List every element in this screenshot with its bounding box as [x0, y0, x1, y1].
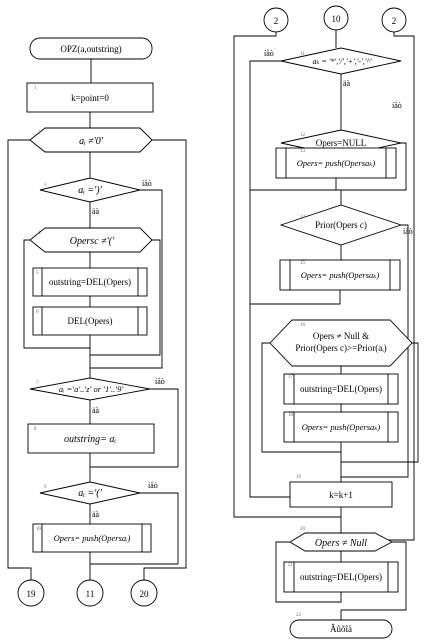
svg-text:4: 4: [38, 231, 41, 236]
svg-text:6: 6: [36, 310, 39, 315]
svg-text:14: 14: [300, 215, 306, 220]
svg-text:15: 15: [300, 261, 306, 266]
loop-condition-label: aᵢ ≠'0': [79, 136, 104, 147]
proc-outstring-del-2: [283, 373, 399, 405]
init-process: [26, 82, 154, 113]
svg-text:10: 10: [332, 14, 342, 24]
svg-text:7: 7: [36, 381, 39, 386]
svg-text:Opers= push(Opersaₖ): Opers= push(Opersaₖ): [301, 270, 380, 280]
proc-push-1: [275, 147, 397, 179]
svg-text:Opers= push(Opersaᵢ): Opers= push(Opersaᵢ): [54, 533, 131, 543]
svg-text:aₖ = '*','/','+','-','^': aₖ = '*','/','+','-','^': [312, 57, 371, 66]
svg-text:íåò: íåò: [148, 481, 158, 490]
svg-text:19: 19: [27, 589, 37, 599]
svg-text:11: 11: [300, 52, 305, 57]
incr-process: [289, 481, 393, 508]
svg-text:íåò: íåò: [392, 101, 402, 110]
svg-text:outstring=DEL(Opers): outstring=DEL(Opers): [300, 572, 382, 582]
svg-text:Opers ≠ Null: Opers ≠ Null: [315, 538, 367, 549]
connector-11: [76, 579, 104, 607]
svg-text:21: 21: [288, 563, 294, 568]
svg-text:k=k+1: k=k+1: [329, 490, 353, 500]
proc-outstring-del: [32, 267, 148, 297]
close-paren-label: aᵢ =')': [78, 185, 102, 196]
svg-text:20: 20: [140, 589, 150, 599]
svg-text:aᵢ ='a'..'z' or '1'..'9': aᵢ ='a'..'z' or '1'..'9': [59, 384, 124, 394]
svg-text:outstring=DEL(Opers): outstring=DEL(Opers): [300, 384, 382, 394]
assign-outstring: [27, 423, 155, 454]
svg-text:18: 18: [288, 413, 294, 418]
svg-text:11: 11: [86, 589, 95, 599]
svg-text:17: 17: [288, 375, 294, 380]
svg-text:Opers ≠ Null &: Opers ≠ Null &: [313, 331, 369, 341]
svg-text:2: 2: [274, 16, 279, 26]
svg-text:20: 20: [300, 527, 306, 532]
svg-text:2: 2: [392, 16, 397, 26]
svg-text:Prior(Opers c)>=Prior(aᵢ): Prior(Opers c)>=Prior(aᵢ): [295, 343, 386, 353]
svg-text:äà: äà: [92, 207, 100, 216]
final-proc: [283, 561, 399, 593]
right-column: 2 10 2 11 aₖ = '*','/','+','-','^' íåò ä…: [233, 5, 419, 639]
proc-push-3: [283, 411, 399, 443]
proc-push: [32, 523, 152, 553]
svg-text:13: 13: [300, 149, 306, 154]
svg-text:íåò: íåò: [155, 377, 165, 386]
left-column: OPZ(a,outstring) 1 k=point=0 2 aᵢ ≠'0' 3…: [7, 37, 187, 607]
svg-text:1: 1: [34, 86, 37, 91]
svg-text:äà: äà: [92, 406, 100, 415]
svg-text:Âûõîä: Âûõîä: [330, 624, 352, 634]
svg-text:9: 9: [44, 485, 47, 490]
svg-text:äà: äà: [92, 510, 100, 519]
svg-text:Prior(Opers c): Prior(Opers c): [315, 220, 367, 230]
svg-text:outstring= aᵢ: outstring= aᵢ: [64, 434, 116, 445]
svg-text:DEL(Opers): DEL(Opers): [68, 316, 113, 326]
svg-text:12: 12: [300, 133, 306, 138]
svg-text:3: 3: [44, 183, 47, 188]
decision-operator: [280, 47, 402, 75]
svg-text:22: 22: [296, 613, 302, 618]
svg-text:2: 2: [38, 131, 41, 136]
svg-text:Opers=NULL: Opers=NULL: [316, 138, 367, 148]
end-terminal: [289, 619, 393, 639]
svg-text:Opers= push(Opersaₖ): Opers= push(Opersaₖ): [302, 422, 381, 432]
svg-text:Opers= push(Opersaₖ): Opers= push(Opersaₖ): [297, 158, 376, 168]
connector-19: [17, 579, 45, 607]
svg-text:16: 16: [300, 323, 306, 328]
svg-text:íåò: íåò: [264, 49, 274, 58]
svg-text:8: 8: [34, 427, 37, 432]
svg-text:äà: äà: [343, 79, 351, 88]
svg-text:outstring=DEL(Opers): outstring=DEL(Opers): [49, 277, 131, 287]
start-label: OPZ(a,outstring): [60, 44, 121, 54]
opers-condition-label: Opersc ≠'(': [70, 236, 115, 247]
svg-text:aᵢ ='(': aᵢ ='(': [78, 488, 102, 499]
svg-text:5: 5: [36, 271, 39, 276]
proc-del: [32, 306, 148, 336]
init-label: k=point=0: [71, 93, 109, 103]
svg-text:19: 19: [296, 475, 302, 480]
svg-text:íåò: íåò: [142, 179, 152, 188]
proc-push-2: [279, 259, 401, 291]
svg-text:10: 10: [36, 527, 42, 532]
